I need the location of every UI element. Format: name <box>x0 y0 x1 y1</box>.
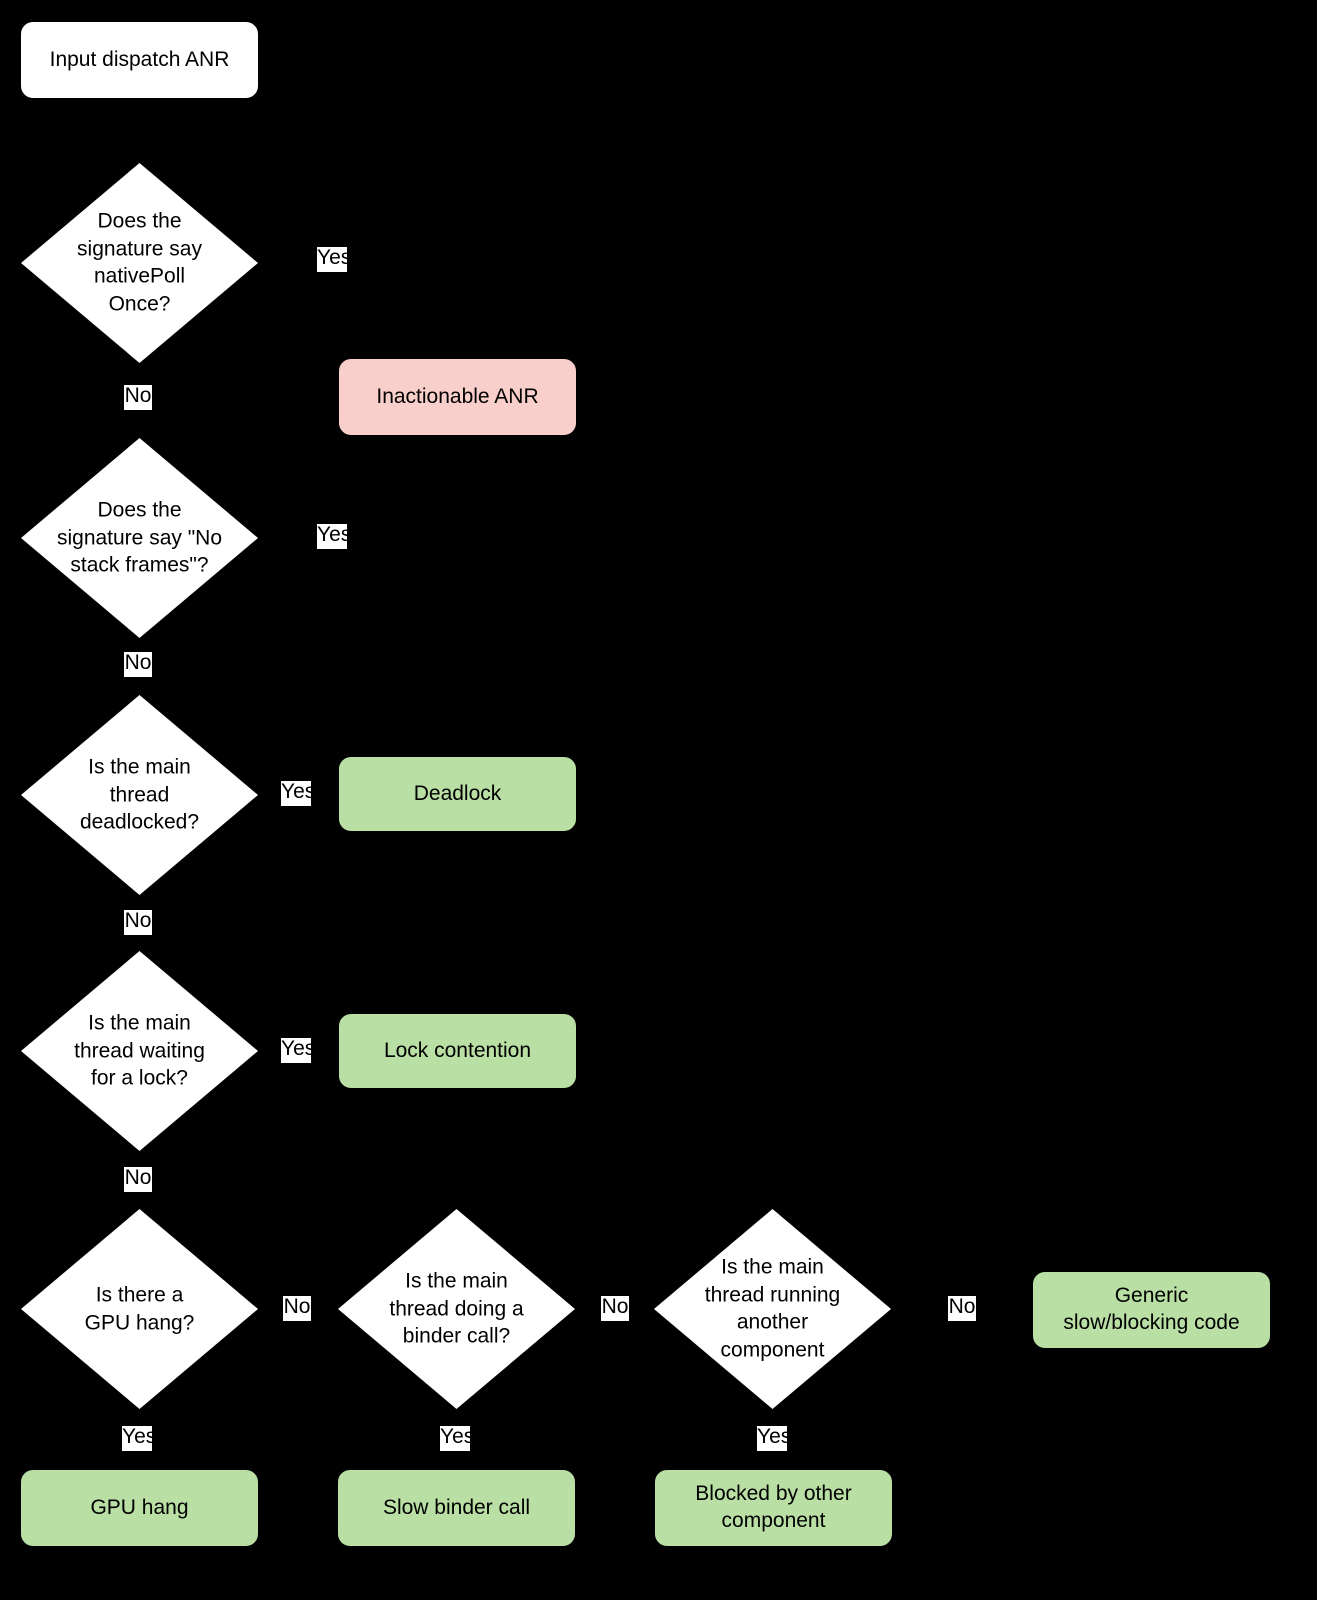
node-gpu-hang[interactable]: GPU hang <box>21 1470 258 1546</box>
edge-label-d4-yes: Yes <box>281 1038 315 1063</box>
node-input-dispatch-anr[interactable]: Input dispatch ANR <box>21 22 258 98</box>
node-generic-slow-blocking-code[interactable]: Generic slow/blocking code <box>1033 1272 1270 1348</box>
diamond-shape <box>21 951 258 1151</box>
diamond-shape <box>21 163 258 363</box>
edge-label-d5-yes: Yes <box>122 1426 156 1451</box>
edge-label-d5-no: No <box>283 1296 311 1321</box>
decision-binder-call[interactable]: Is the main thread doing a binder call? <box>338 1209 575 1409</box>
edge-label-d1-no: No <box>124 385 152 410</box>
diamond-shape <box>21 695 258 895</box>
decision-running-another-component[interactable]: Is the main thread running another compo… <box>654 1209 891 1409</box>
diamond-shape <box>21 438 258 638</box>
edge-label-d2-yes: Yes <box>317 524 351 549</box>
node-blocked-by-other-component[interactable]: Blocked by other component <box>655 1470 892 1546</box>
edge-d1-yes <box>257 262 458 264</box>
edge-start-to-d1 <box>137 98 139 164</box>
node-deadlock[interactable]: Deadlock <box>339 757 576 831</box>
node-slow-binder-call[interactable]: Slow binder call <box>338 1470 575 1546</box>
edge-label-d3-no: No <box>124 910 152 935</box>
edge-label-d4-no: No <box>124 1167 152 1192</box>
decision-main-thread-waiting-lock[interactable]: Is the main thread waiting for a lock? <box>21 951 258 1151</box>
node-lock-contention[interactable]: Lock contention <box>339 1014 576 1088</box>
diamond-shape <box>21 1209 258 1409</box>
diamond-shape <box>338 1209 575 1409</box>
edge-label-d7-no: No <box>948 1296 976 1321</box>
edge-d2-yes <box>257 538 458 540</box>
decision-main-thread-deadlocked[interactable]: Is the main thread deadlocked? <box>21 695 258 895</box>
decision-no-stack-frames[interactable]: Does the signature say "No stack frames"… <box>21 438 258 638</box>
edge-label-d6-no: No <box>601 1296 629 1321</box>
edge-label-d2-no: No <box>124 652 152 677</box>
decision-gpu-hang[interactable]: Is there a GPU hang? <box>21 1209 258 1409</box>
edge-label-d7-yes: Yes <box>757 1426 791 1451</box>
edge-label-d3-yes: Yes <box>281 781 315 806</box>
edge-label-d1-yes: Yes <box>317 247 351 272</box>
node-inactionable-anr[interactable]: Inactionable ANR <box>339 359 576 435</box>
diamond-shape <box>654 1209 891 1409</box>
decision-native-poll-once[interactable]: Does the signature say nativePoll Once? <box>21 163 258 363</box>
edge-label-d6-yes: Yes <box>440 1426 474 1451</box>
edge-d1-yes-down <box>456 262 458 360</box>
